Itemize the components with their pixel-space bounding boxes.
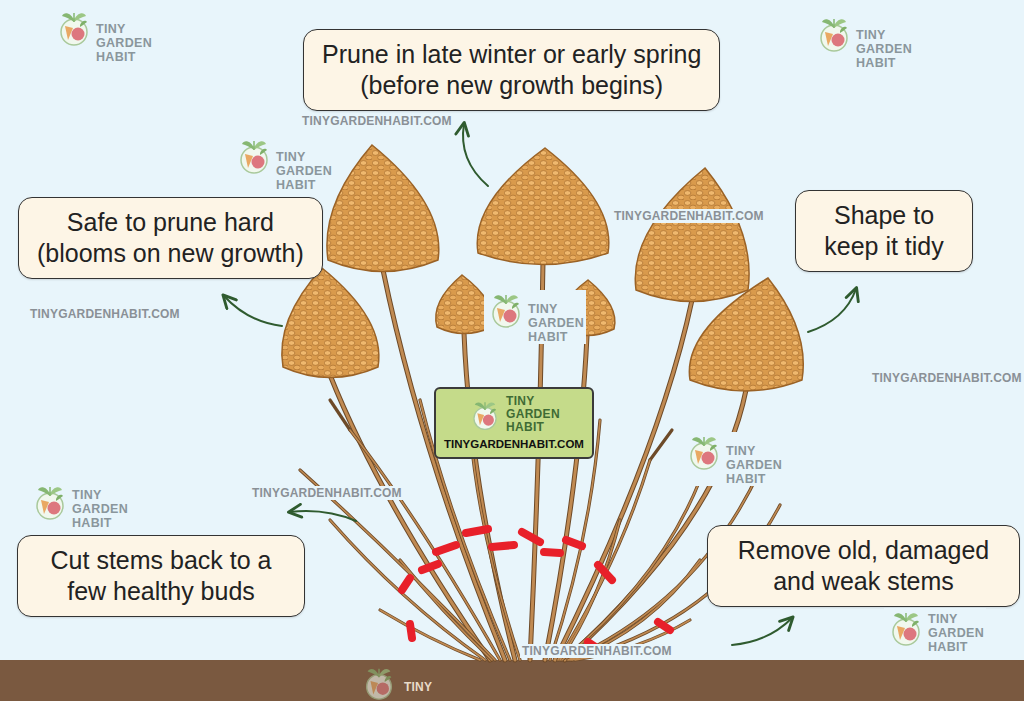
callout-text: Prune in late winter or early spring [322, 39, 701, 70]
logo-icon [30, 482, 70, 522]
badge-row: TINY GARDEN HABIT [444, 395, 584, 434]
watermark-text: TINY [402, 680, 434, 694]
watermark-text: TINYGARDENHABIT.COM [250, 486, 404, 500]
callout-box: Remove old, damaged and weak stems [707, 525, 1020, 607]
watermark-logo: TINY GARDEN HABIT [812, 14, 914, 70]
watermark-logo: TINY GARDEN HABIT [232, 136, 334, 192]
callout-subtext: (blooms on new growth) [37, 238, 304, 269]
logo-icon [234, 136, 274, 176]
watermark-logo: TINY GARDEN HABIT [28, 482, 130, 530]
callout-box: Prune in late winter or early spring(bef… [303, 29, 720, 111]
website-text: TINYGARDENHABIT.COM [444, 437, 584, 451]
watermark-text: TINY GARDEN HABIT [928, 612, 984, 654]
logo-icon [486, 290, 526, 330]
logo-icon [54, 8, 94, 48]
logo-text: TINY GARDEN HABIT [506, 395, 560, 434]
callout-text: Cut stems back to a few healthy buds [36, 545, 286, 607]
logo-icon [684, 432, 724, 472]
callout-box: Shape to keep it tidy [795, 190, 973, 272]
watermark-logo: TINY GARDEN HABIT [682, 432, 784, 486]
watermark-text: TINY GARDEN HABIT [528, 302, 584, 344]
callout-box: Cut stems back to a few healthy buds [17, 535, 305, 617]
watermark-text: TINYGARDENHABIT.COM [300, 114, 454, 128]
watermark-text: TINY GARDEN HABIT [72, 488, 128, 530]
watermark-text: TINY GARDEN HABIT [96, 22, 152, 64]
callout-text: Shape to keep it tidy [814, 200, 954, 262]
watermark-text: TINYGARDENHABIT.COM [520, 644, 674, 658]
watermark-logo: TINY GARDEN HABIT [484, 290, 586, 344]
logo-icon [886, 608, 926, 648]
watermark-text: TINY GARDEN HABIT [856, 28, 912, 70]
logo-icon [814, 14, 854, 54]
callout-text: Safe to prune hard [37, 207, 304, 238]
watermark-logo: TINY GARDEN HABIT [52, 8, 154, 64]
logo-badge: TINY GARDEN HABIT TINYGARDENHABIT.COM [434, 387, 594, 459]
watermark-text: TINY GARDEN HABIT [726, 444, 782, 486]
watermark-text: TINY GARDEN HABIT [276, 150, 332, 192]
watermark-text: TINYGARDENHABIT.COM [870, 371, 1024, 385]
watermark-text: TINYGARDENHABIT.COM [28, 307, 182, 321]
watermark-logo: TINY GARDEN HABIT [884, 608, 986, 654]
logo-icon [468, 398, 502, 432]
callout-subtext: (before new growth begins) [322, 70, 701, 101]
callout-box: Safe to prune hard(blooms on new growth) [18, 197, 323, 279]
watermark-text: TINYGARDENHABIT.COM [612, 209, 766, 223]
callout-text: Remove old, damaged and weak stems [726, 535, 1001, 597]
